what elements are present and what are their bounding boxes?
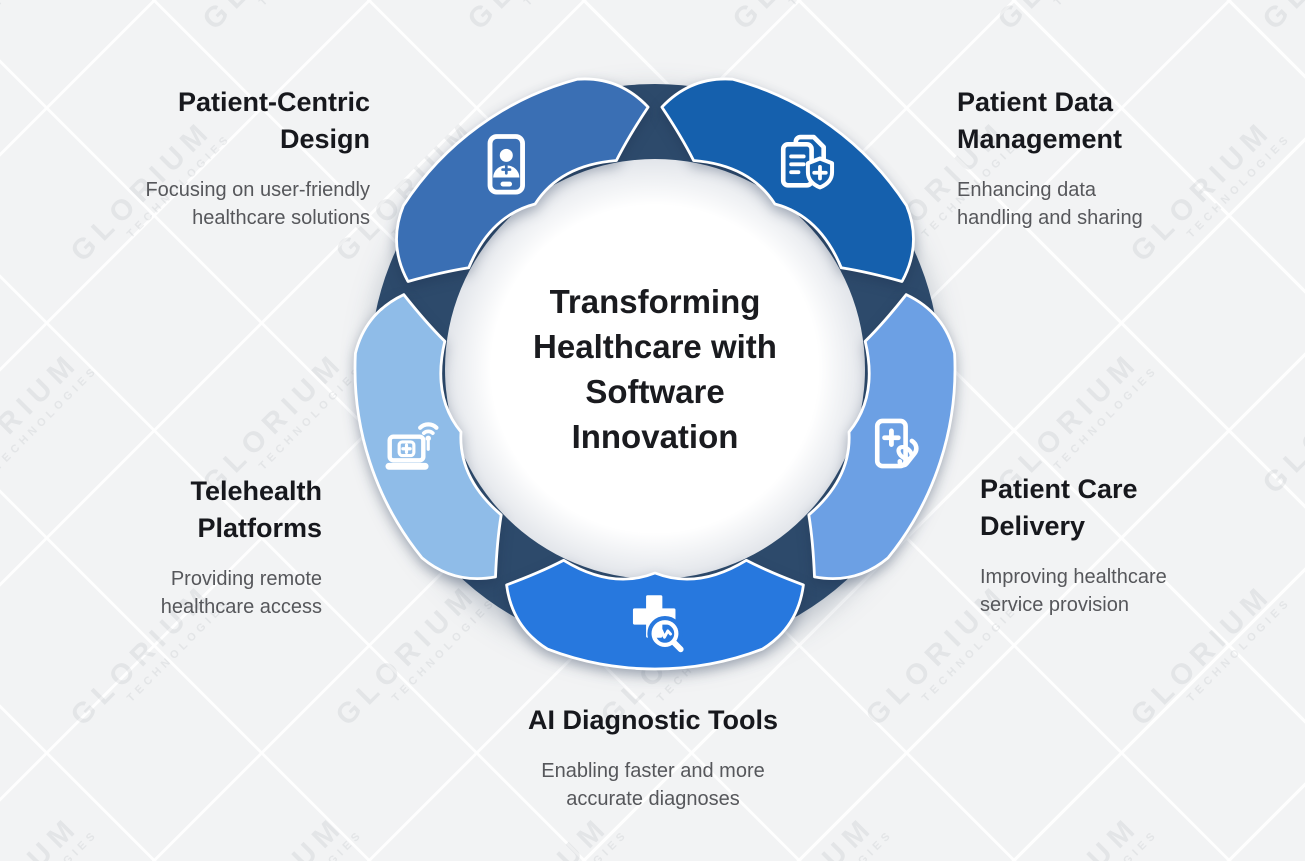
tablet-hand-icon: [874, 418, 919, 469]
cross-magnifier-icon: [632, 595, 684, 653]
diagram-center-title: Transforming Healthcare with Software In…: [533, 283, 777, 455]
segment-title: Patient Data Management: [957, 87, 1123, 154]
segment-label-patient-care-delivery: Patient Care Delivery Improving healthca…: [980, 471, 1167, 619]
segment-title: Patient Care Delivery: [980, 474, 1138, 541]
segment-description: Improving healthcare service provision: [980, 566, 1167, 616]
segment-description: Focusing on user-friendly healthcare sol…: [145, 179, 370, 229]
segment-title: Telehealth Platforms: [190, 476, 322, 543]
segment-title: Patient-Centric Design: [177, 87, 370, 154]
mobile-patient-icon: [487, 134, 525, 195]
cycle-segment-patient-data-management: [660, 77, 915, 283]
segment-title: AI Diagnostic Tools: [527, 705, 778, 735]
segment-description: Enhancing data handling and sharing: [957, 179, 1143, 229]
document-shield-icon: [780, 134, 835, 190]
segment-label-patient-centric-design: Patient-Centric Design Focusing on user-…: [145, 84, 370, 232]
segment-description: Providing remote healthcare access: [160, 568, 322, 618]
segment-label-telehealth-platforms: Telehealth Platforms Providing remote he…: [161, 473, 322, 621]
segment-label-patient-data-management: Patient Data Management Enhancing data h…: [957, 84, 1143, 232]
segment-label-ai-diagnostic-tools: AI Diagnostic Tools Enabling faster and …: [353, 702, 953, 813]
laptop-wifi-icon: [385, 422, 439, 470]
segment-description: Enabling faster and more accurate diagno…: [541, 760, 765, 810]
cycle-segment-patient-care-delivery: [807, 293, 957, 581]
center-disc: [445, 159, 865, 579]
